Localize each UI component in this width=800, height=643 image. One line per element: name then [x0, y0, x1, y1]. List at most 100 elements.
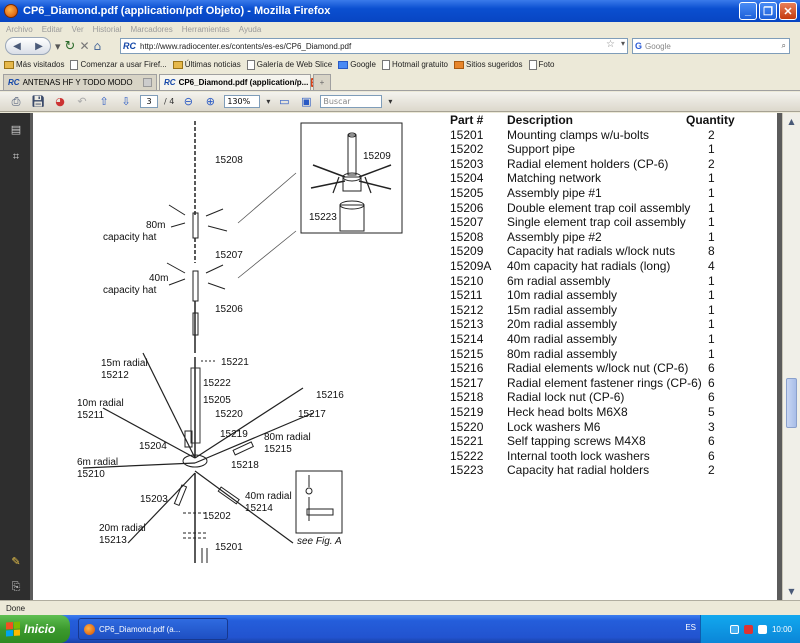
label-15201: 15201	[215, 542, 243, 553]
part-number: 15206	[450, 200, 484, 215]
print-icon[interactable]: ⎙	[11, 94, 21, 108]
zoom-out-icon[interactable]: ⊖	[183, 95, 193, 108]
part-number: 15219	[450, 405, 484, 419]
maximize-button[interactable]: ❐	[759, 2, 777, 20]
part-quantity: 1	[708, 317, 715, 332]
zoom-dropdown-icon[interactable]: ▾	[266, 97, 271, 106]
pages-icon[interactable]: ▤	[10, 122, 22, 136]
part-quantity: 1	[708, 142, 715, 157]
scroll-up-icon[interactable]: ▲	[788, 117, 795, 126]
part-description: Single element trap coil assembly	[507, 215, 686, 230]
label-80m-hat-sub: capacity hat	[103, 232, 157, 243]
search-dropdown-icon[interactable]: ▾	[388, 97, 393, 106]
part-description: 15m radial assembly	[507, 302, 618, 317]
tab-close-icon[interactable]	[143, 78, 152, 87]
new-tab-button[interactable]: +	[313, 74, 331, 90]
bookmark-ultimas-noticias[interactable]: Últimas noticias	[172, 60, 241, 69]
dropdown-icon[interactable]: ▾	[55, 39, 61, 53]
pdf-side-panel: ▤ ⌗ ✎ ⎘	[0, 113, 30, 600]
back-forward-buttons[interactable]: ◀ ▶	[5, 37, 51, 55]
stop-icon[interactable]: ✕	[79, 39, 90, 53]
tab-cp6-diamond[interactable]: RC CP6_Diamond.pdf (application/p... ✕	[159, 74, 318, 90]
menu-ver[interactable]: Ver	[71, 24, 84, 34]
pdf-search-input[interactable]: Buscar	[320, 95, 383, 108]
header-part: Part #	[450, 113, 484, 127]
menu-historial[interactable]: Historial	[92, 24, 122, 34]
taskbar-item-firefox[interactable]: CP6_Diamond.pdf (a...	[78, 618, 228, 640]
home-icon[interactable]: ⌂	[93, 39, 102, 53]
page-number-input[interactable]: 3	[140, 95, 158, 108]
tab-antenas[interactable]: RC ANTENAS HF Y TODO MODO	[3, 74, 157, 90]
bookmark-foto[interactable]: Foto	[528, 59, 555, 70]
attachment-icon[interactable]: ⎘	[11, 580, 21, 593]
volume-icon[interactable]	[757, 624, 767, 634]
address-bar[interactable]: RC http://www.radiocenter.es/contents/es…	[120, 38, 628, 54]
vertical-scrollbar[interactable]: ▲ ▼	[782, 113, 800, 600]
close-button[interactable]: ✕	[779, 2, 797, 20]
zoom-in-icon[interactable]: ⊕	[205, 95, 215, 108]
part-description: Capacity hat radial holders	[507, 463, 650, 478]
undo-icon[interactable]: ↶	[77, 95, 87, 108]
search-input[interactable]: Google	[645, 41, 671, 51]
next-page-icon[interactable]: ⇩	[121, 95, 131, 108]
previous-page-icon[interactable]: ⇧	[99, 95, 109, 108]
url-dropdown-icon[interactable]: ▾	[620, 39, 625, 48]
comments-icon[interactable]: ✎	[11, 554, 21, 568]
part-quantity: 4	[708, 259, 715, 273]
bookmark-google[interactable]: Google	[338, 60, 376, 69]
part-number: 15222	[450, 448, 484, 463]
page-icon	[70, 59, 79, 70]
bookmark-star-icon[interactable]: ☆	[606, 39, 615, 50]
bookmark-hotmail[interactable]: Hotmail gratuito	[381, 59, 448, 70]
part-number: 15213	[450, 317, 484, 332]
network-icon[interactable]	[729, 624, 739, 634]
label-10m-radial: 10m radial	[77, 398, 124, 409]
bookmark-mas-visitados[interactable]: Más visitados	[4, 60, 64, 69]
bookmark-galeria-web-slice[interactable]: Galería de Web Slice	[246, 59, 332, 70]
google-icon[interactable]: G	[635, 41, 643, 51]
fit-page-icon[interactable]: ▣	[301, 95, 312, 108]
part-quantity: 2	[708, 156, 715, 171]
menu-editar[interactable]: Editar	[41, 24, 63, 34]
share-icon[interactable]: ◕	[55, 95, 65, 108]
label-20m-radial: 20m radial	[99, 523, 146, 534]
bookmark-sitios-sugeridos[interactable]: Sitios sugeridos	[454, 60, 523, 69]
bookmark-comenzar[interactable]: Comenzar a usar Firef...	[70, 59, 167, 70]
part-number: 15209A	[450, 259, 492, 273]
part-number: 15207	[450, 215, 484, 230]
part-quantity: 6	[708, 434, 715, 449]
part-description: Radial element holders (CP-6)	[507, 156, 669, 171]
menu-marcadores[interactable]: Marcadores	[130, 24, 173, 34]
back-arrow-icon[interactable]: ◀	[13, 40, 21, 52]
scroll-down-icon[interactable]: ▼	[788, 587, 795, 596]
zoom-select[interactable]: 130%	[224, 95, 261, 108]
status-bar: Done	[0, 600, 800, 615]
language-indicator[interactable]: ES	[685, 623, 696, 632]
minimize-button[interactable]: _	[739, 2, 757, 20]
start-button[interactable]: Inicio	[0, 615, 70, 643]
fit-width-icon[interactable]: ▭	[279, 95, 290, 108]
binoculars-icon[interactable]: ⌗	[12, 150, 20, 163]
url-text[interactable]: http://www.radiocenter.es/contents/es-es…	[140, 41, 352, 51]
status-text: Done	[6, 603, 26, 613]
label-15212: 15212	[101, 370, 129, 381]
search-icon[interactable]: ⌕	[781, 41, 786, 50]
security-icon[interactable]	[743, 624, 753, 634]
reload-icon[interactable]: ↻	[64, 38, 76, 54]
part-description: 10m radial assembly	[507, 288, 618, 303]
menu-ayuda[interactable]: Ayuda	[238, 24, 262, 34]
part-quantity: 1	[708, 346, 715, 361]
label-80m-hat: 80m	[146, 220, 165, 231]
part-quantity: 8	[708, 244, 715, 259]
google-icon	[338, 60, 349, 69]
part-description: 40m capacity hat radials (long)	[507, 259, 671, 273]
menu-herramientas[interactable]: Herramientas	[181, 24, 230, 34]
part-description: Radial elements w/lock nut (CP-6)	[507, 361, 689, 376]
scroll-thumb[interactable]	[786, 378, 797, 428]
search-box[interactable]: G Google ⌕	[632, 38, 790, 54]
label-15223: 15223	[309, 212, 337, 223]
forward-arrow-icon[interactable]: ▶	[35, 40, 43, 52]
menu-archivo[interactable]: Archivo	[6, 24, 33, 34]
save-icon[interactable]: 💾︎	[31, 95, 45, 108]
page-icon	[246, 59, 255, 70]
